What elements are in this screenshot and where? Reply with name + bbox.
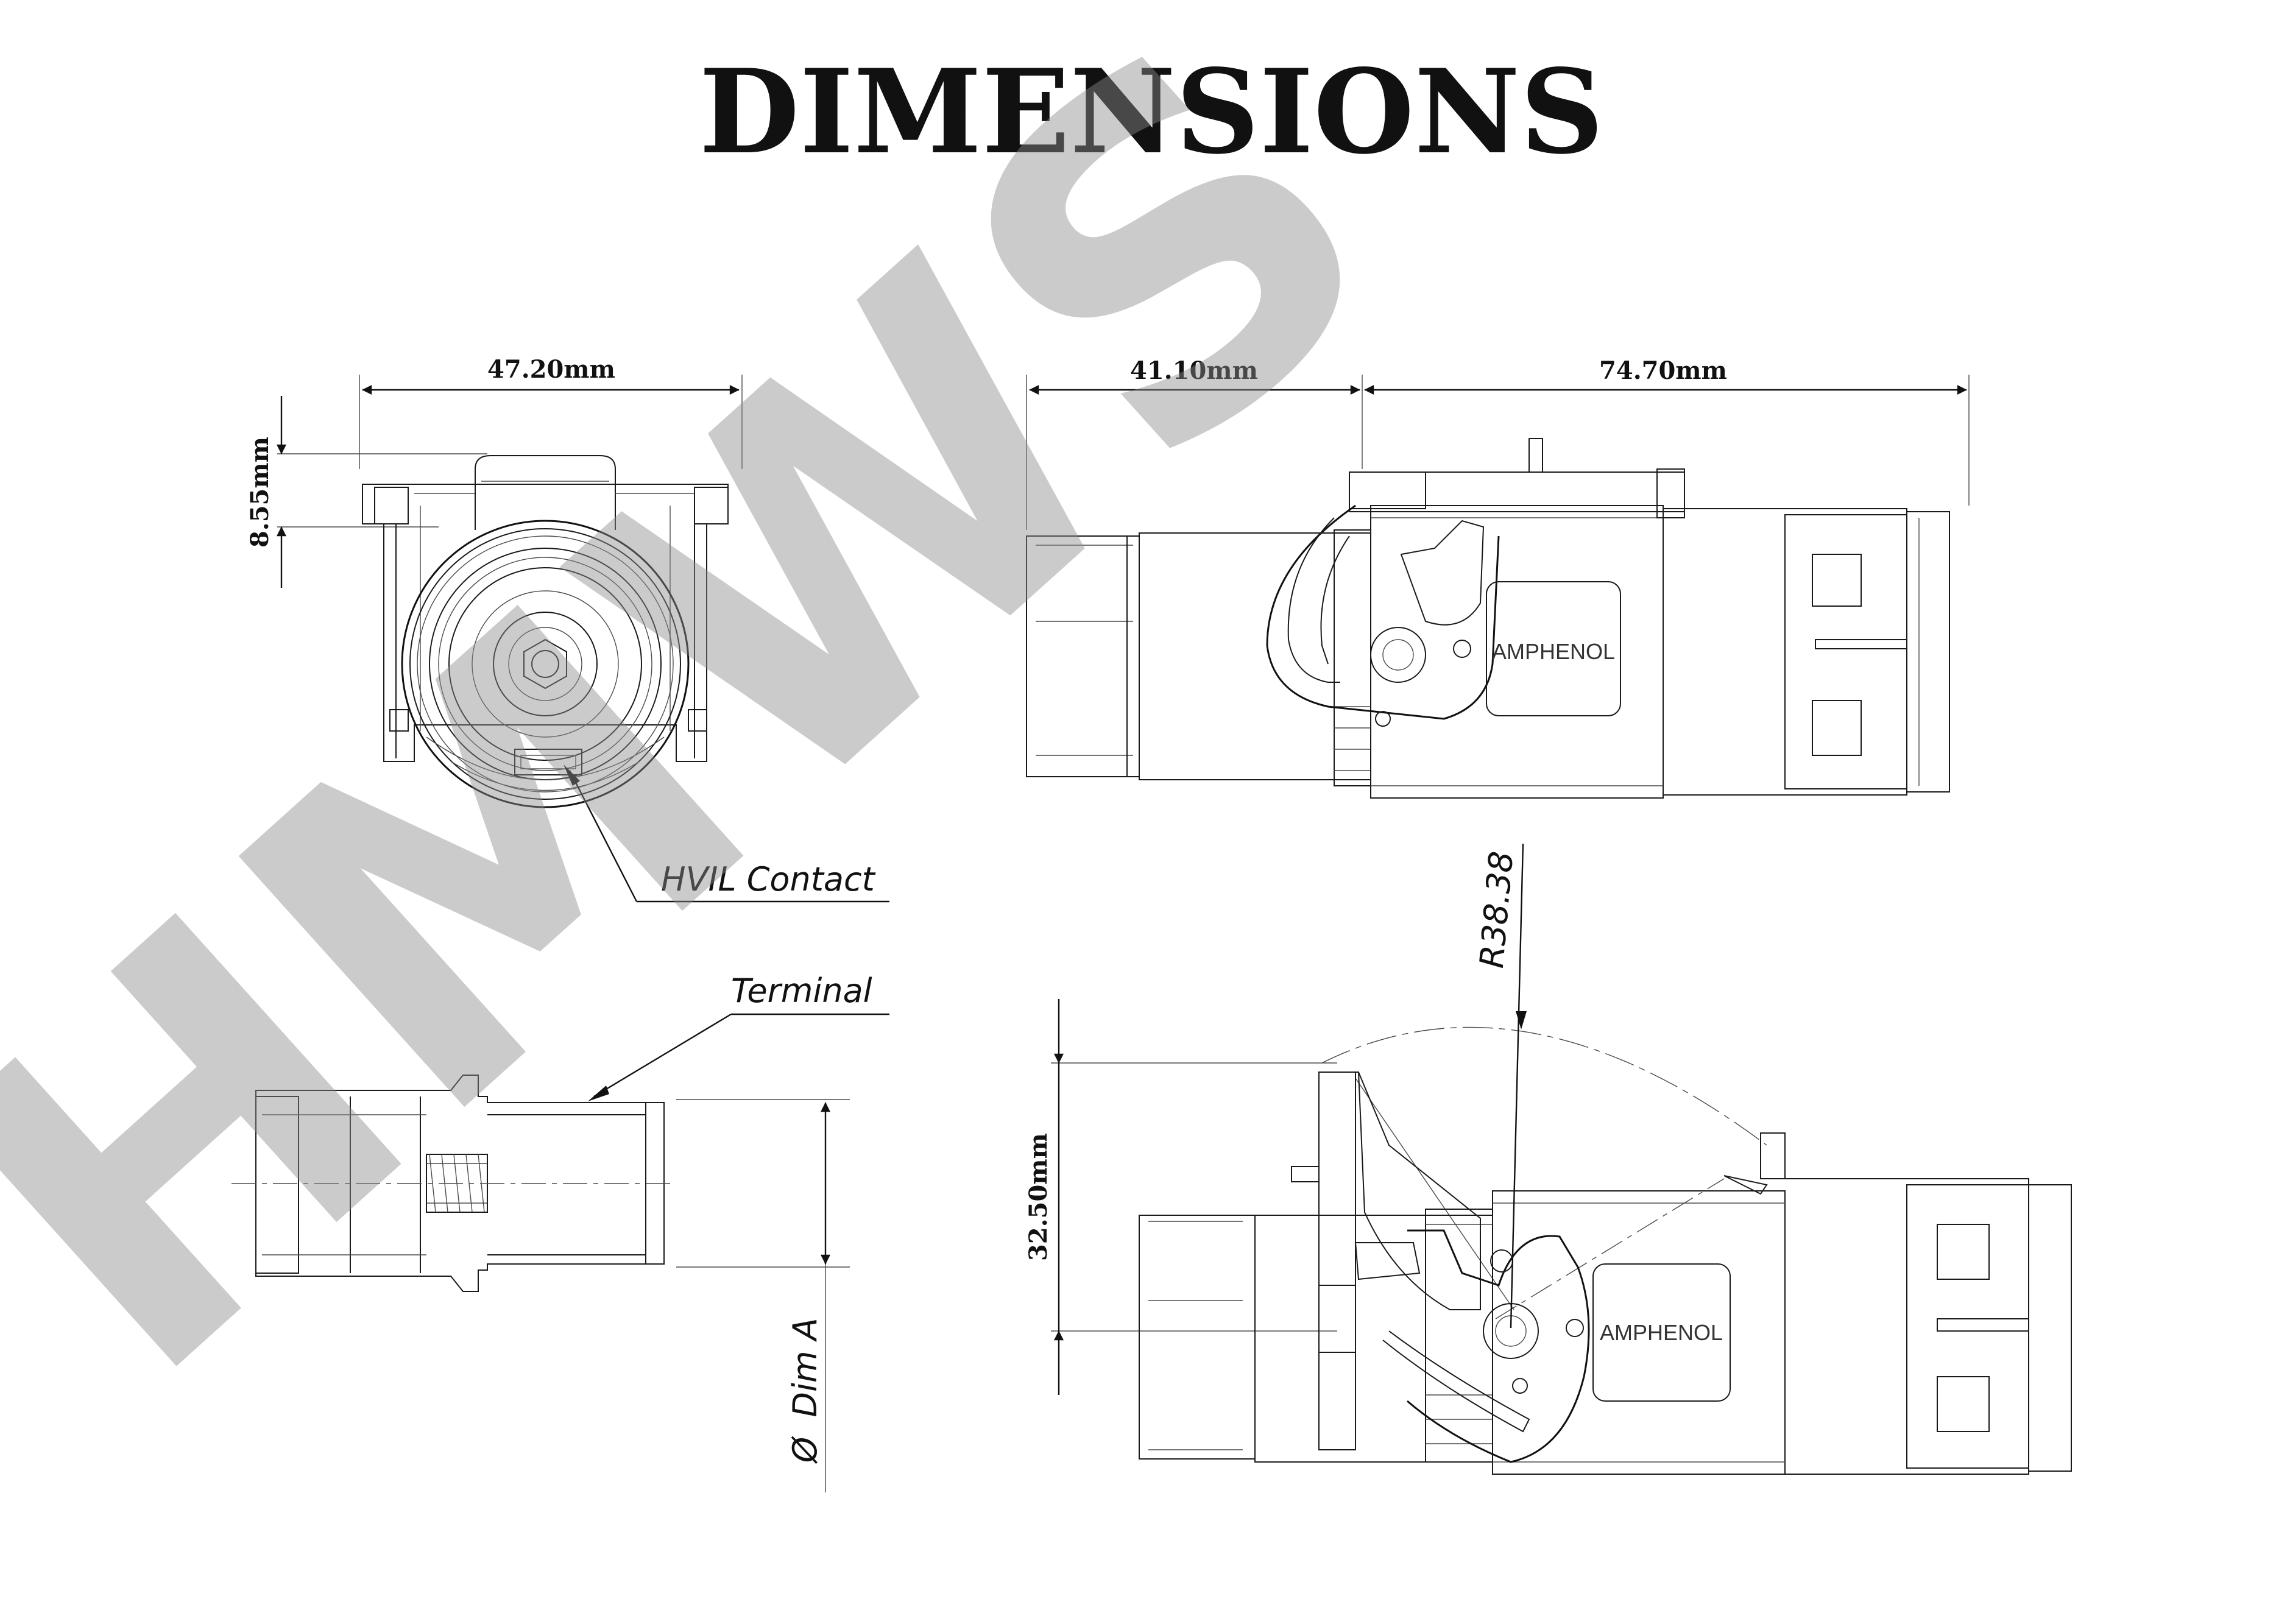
front-view [277,375,889,903]
lever-open-view: AMPHENOL [1051,1026,2072,1475]
side-view: AMPHENOL [1026,375,1970,799]
dim-bottom-height-label: 32.50mm [1024,1133,1053,1261]
dim-side-right: 74.70mm [1364,356,1967,395]
dim-front-width: 47.20mm [362,355,740,395]
page-title: DIMENSIONS [699,44,1604,180]
dim-a-symbol: Ø [786,1436,824,1464]
side-brand-label: AMPHENOL [1492,639,1615,664]
hvil-contact-label: HVIL Contact [661,860,876,898]
dim-front-top-label: 8.55mm [246,437,274,548]
dim-side-right-label: 74.70mm [1599,356,1727,385]
terminal-label: Terminal [731,972,872,1010]
dim-a-label: Dim A [786,1318,824,1417]
dim-side-left: 41.10mm [1029,356,1360,395]
bottom-brand-label: AMPHENOL [1600,1320,1723,1345]
dim-side-left-label: 41.10mm [1130,356,1258,385]
dim-front-width-label: 47.20mm [487,355,615,384]
terminal-view: Terminal Ø Dim A [231,972,889,1492]
dim-bottom-height: 32.50mm [1024,999,1064,1395]
hvil-callout: HVIL Contact [661,860,876,898]
dim-front-top: 8.55mm [246,396,286,588]
dim-radius-label: R38.38 [1472,850,1521,970]
